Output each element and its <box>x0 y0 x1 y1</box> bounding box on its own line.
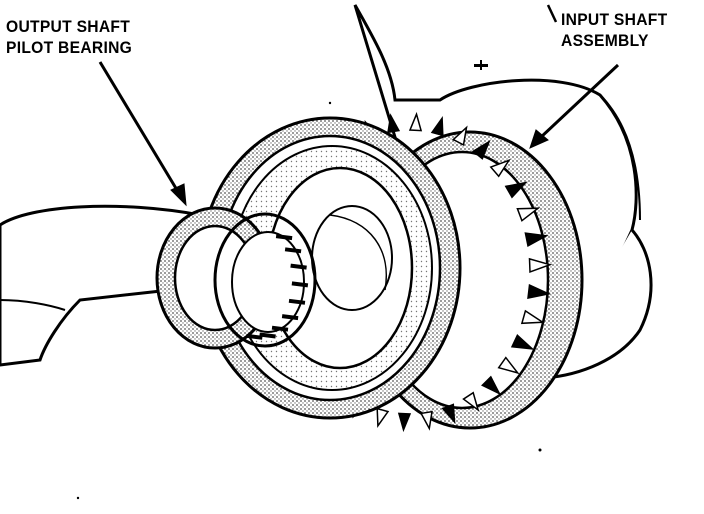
gear-tooth <box>397 412 412 433</box>
callout-input-line-1: INPUT SHAFT <box>561 10 668 29</box>
callout-leaders <box>98 4 620 207</box>
gear-tooth <box>528 257 553 274</box>
gear-tooth <box>504 181 528 199</box>
callout-input-line-2: ASSEMBLY <box>561 31 649 50</box>
bearing-roller <box>291 281 309 288</box>
gear-tooth <box>376 407 390 429</box>
gear-tooth <box>497 356 520 375</box>
bearing-roller <box>271 325 289 332</box>
input-shaft-assembly-label: INPUT SHAFT ASSEMBLY <box>561 9 667 51</box>
gear-tooth <box>510 334 535 350</box>
gear-tooth <box>462 391 480 412</box>
gear-tooth <box>430 115 444 137</box>
gear-tooth <box>452 125 468 147</box>
bearing-roller <box>290 263 307 270</box>
bearing-roller <box>246 333 263 340</box>
gear-tooth <box>520 309 546 325</box>
scan-marks <box>76 60 542 500</box>
bearing-roller <box>281 314 299 321</box>
pilot-bearing <box>155 206 317 350</box>
gear-tooth <box>419 410 433 431</box>
output-shaft-pilot-bearing-label: OUTPUT SHAFT PILOT BEARING <box>6 16 132 58</box>
gear-tooth <box>408 111 423 132</box>
gear-tooth <box>441 403 456 424</box>
bearing-roller <box>284 247 302 254</box>
gear-tooth <box>387 113 401 134</box>
gear-tooth <box>524 232 549 248</box>
bearing-roller <box>259 332 276 339</box>
callout-output-line-2: PILOT BEARING <box>6 38 133 57</box>
gear-tooth <box>527 283 552 300</box>
gear-tooth <box>471 139 491 160</box>
gear-tooth <box>516 207 541 222</box>
synchronizer-ring <box>198 116 462 420</box>
bearing-roller <box>288 298 306 305</box>
bearing-roller <box>275 234 293 241</box>
callout-output-line-1: OUTPUT SHAFT <box>6 17 131 36</box>
gear-tooth <box>481 375 502 396</box>
gear-tooth <box>489 158 511 178</box>
